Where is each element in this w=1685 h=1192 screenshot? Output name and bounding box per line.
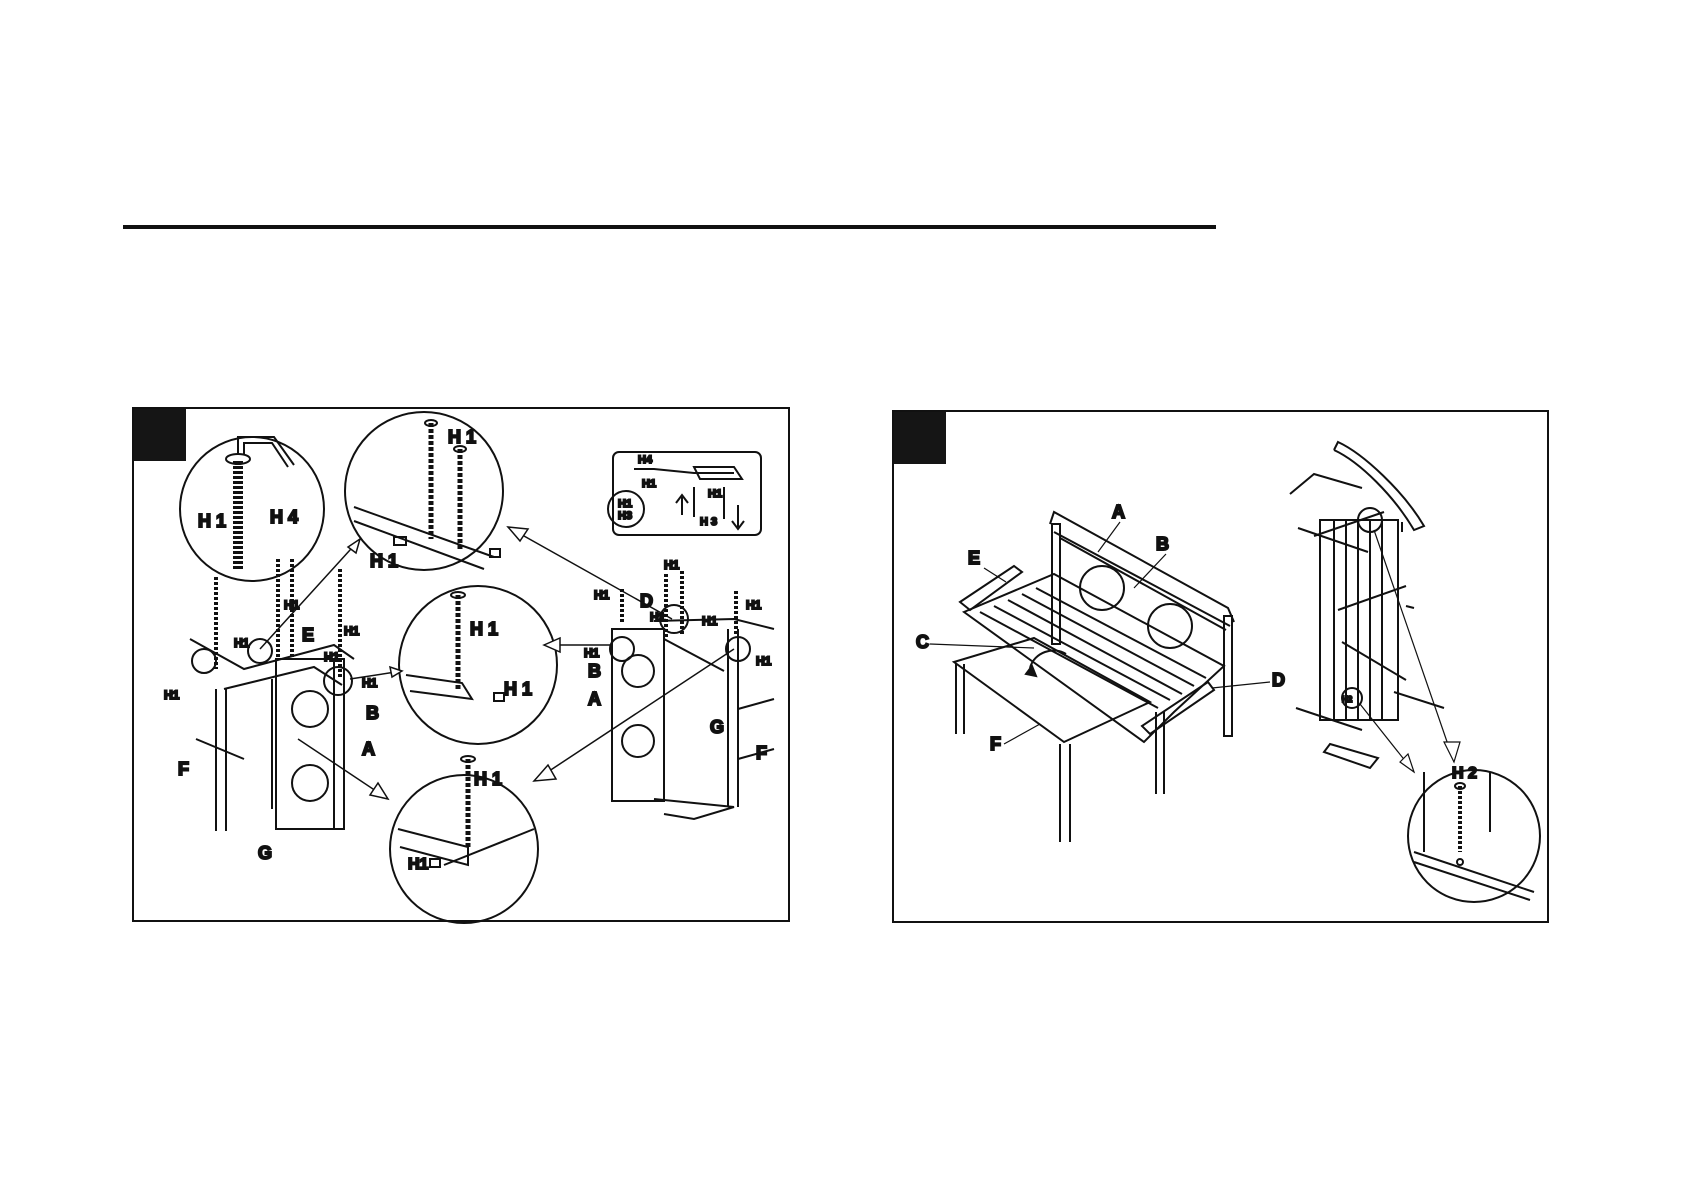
detail-arrows-right (1360, 530, 1460, 772)
assembly-diagram-right: A B E C D F (894, 412, 1551, 925)
label-b: B (1156, 534, 1169, 554)
frame-left-assembly (190, 559, 354, 831)
label-f-right: F (756, 743, 767, 763)
label-e: E (968, 548, 980, 568)
label-h1-frame-4: H1 (344, 624, 360, 638)
label-h1-frame-3: H1 (284, 598, 300, 612)
bench-side-view (1290, 442, 1444, 768)
detail-middle (399, 586, 557, 744)
label-h1-inset: H1 (642, 478, 656, 490)
step-panel-left: H 1 H 4 H 1 H 1 H 1 H 1 (132, 407, 790, 922)
bench-illustration (954, 512, 1234, 842)
label-h4-inset: H4 (638, 454, 653, 466)
label-h1-top: H 1 (448, 427, 476, 447)
label-h1-right-4: H1 (702, 614, 718, 628)
label-h1-middle: H 1 (470, 619, 498, 639)
label-h2: H 2 (1452, 765, 1477, 782)
label-h3-inset-2: H 3 (700, 516, 717, 528)
label-b-right: B (588, 661, 601, 681)
label-f: F (990, 734, 1001, 754)
label-h1-top-left: H 1 (370, 551, 398, 571)
label-a: A (1112, 502, 1125, 522)
label-h1-bottom: H 1 (474, 769, 502, 789)
label-h1-inset-3: H1 (618, 498, 632, 510)
label-h2-small: H2 (1342, 695, 1353, 704)
label-h1-frame-2: H1 (234, 636, 250, 650)
label-h1-middle-2: H 1 (504, 679, 532, 699)
label-h1-bottom-2: H1 (408, 856, 429, 873)
label-d: D (1272, 670, 1285, 690)
detail-bottom (390, 756, 538, 923)
assembly-diagram-left: H 1 H 4 H 1 H 1 H 1 H 1 (134, 409, 792, 924)
label-h4: H 4 (270, 507, 298, 527)
label-g-right: G (710, 717, 724, 737)
label-h1-frame-1: H1 (164, 688, 180, 702)
inset-hardware (608, 452, 761, 535)
label-a: A (362, 739, 375, 759)
label-h1-right-5: H1 (746, 598, 762, 612)
detail-h2 (1408, 770, 1540, 902)
label-f: F (178, 759, 189, 779)
label-h1-frame-5: H1 (324, 650, 340, 664)
detail-h1-h4 (180, 437, 324, 581)
label-h1-right-3: H1 (650, 610, 666, 624)
label-h1-right-2: H1 (664, 558, 680, 572)
label-a-right: A (588, 689, 601, 709)
label-h3-inset: H3 (618, 510, 632, 522)
label-h1-right-1: H1 (594, 588, 610, 602)
detail-top-center (345, 412, 503, 570)
header-rule (123, 225, 1216, 229)
label-c: C (916, 632, 929, 652)
step-panel-right: A B E C D F (892, 410, 1549, 923)
label-g: G (258, 843, 272, 863)
label-h1-frame-6: H1 (362, 676, 378, 690)
label-h1-right-7: H1 (756, 654, 772, 668)
label-e: E (302, 625, 314, 645)
label-h1-right-6: H1 (584, 646, 600, 660)
label-b: B (366, 703, 379, 723)
label-h1: H 1 (198, 511, 226, 531)
label-h1-inset-2: H1 (708, 488, 722, 500)
